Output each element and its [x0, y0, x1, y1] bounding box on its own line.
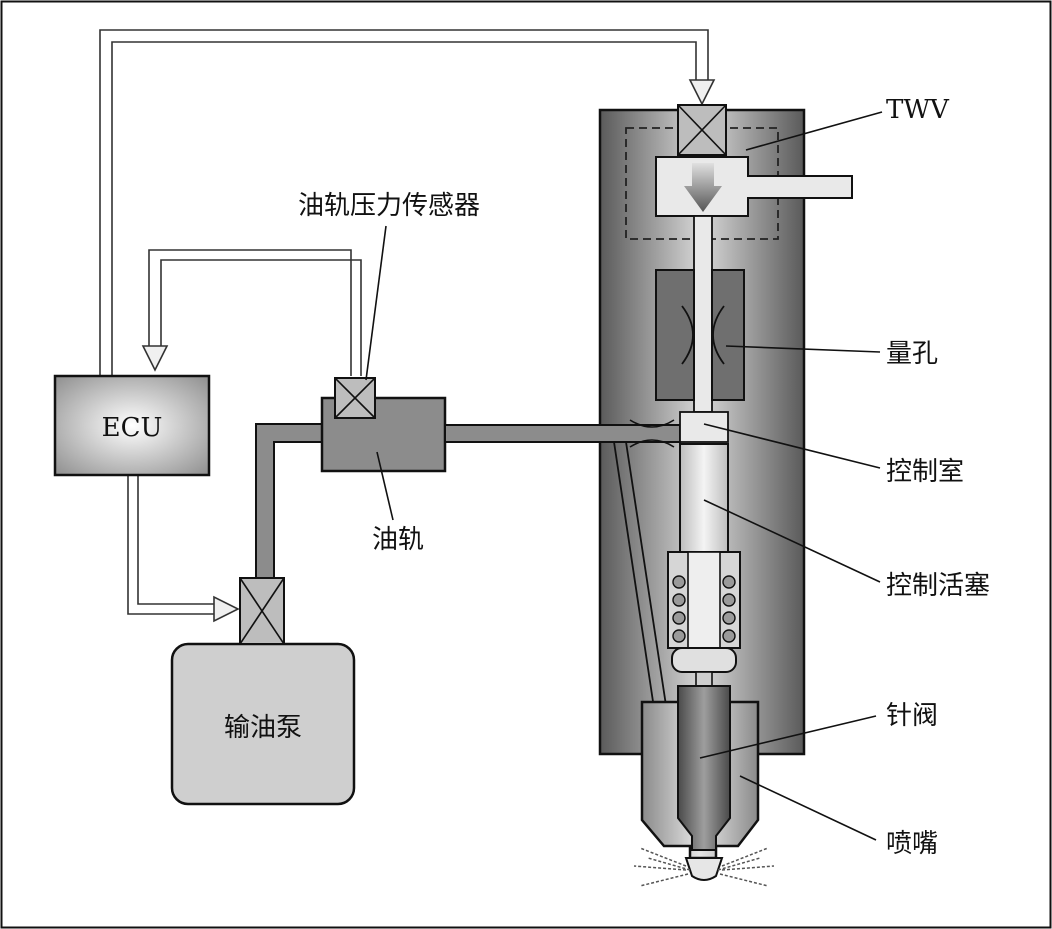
- control-chamber: [679, 411, 729, 443]
- twv-arrow-icon: [688, 79, 716, 106]
- twv-valve-icon: [677, 104, 727, 156]
- ecu-label: ECU: [102, 413, 163, 443]
- orifice-label: 量孔: [886, 339, 938, 369]
- orifice-block-right: [711, 269, 745, 401]
- spring-seat: [671, 647, 737, 673]
- orifice-arc-right: [712, 305, 725, 365]
- sensor-to-ecu-signal-line: [148, 249, 362, 376]
- twv-label: TWV: [886, 95, 950, 125]
- needle-valve-label: 针阀: [886, 701, 938, 731]
- pump-to-rail-pipe: [255, 423, 323, 579]
- inlet-orifice-arc-top: [629, 419, 675, 428]
- leader-lines: [365, 111, 883, 841]
- spring-coils: [672, 575, 736, 643]
- inlet-orifice-arc-bottom: [629, 439, 675, 448]
- ecu-to-twv-signal-line: [99, 29, 709, 376]
- nozzle-label: 喷嘴: [886, 829, 938, 859]
- nozzle-tip: [684, 857, 724, 881]
- control-piston: [679, 443, 729, 553]
- rail-pressure-sensor-icon: [334, 377, 376, 419]
- control-chamber-label: 控制室: [886, 457, 964, 487]
- ecu-to-pump-signal-line: [127, 475, 214, 615]
- spray-right-icon: [717, 847, 775, 887]
- rail-sensor-label: 油轨压力传感器: [298, 191, 480, 221]
- orifice-arc-left: [681, 305, 694, 365]
- central-channel: [693, 215, 713, 413]
- rail-to-injector-pipe: [444, 424, 681, 443]
- needle-valve: [677, 685, 731, 851]
- pushrod: [695, 671, 713, 687]
- ecu-box: [53, 374, 211, 477]
- control-piston-label: 控制活塞: [886, 571, 990, 601]
- flow-down-arrow-icon: [684, 163, 722, 212]
- pump-label: 输油泵: [224, 713, 302, 743]
- piston-rod: [687, 551, 721, 649]
- ecu-input-arrow-icon: [141, 345, 169, 372]
- pump-valve-icon: [239, 577, 285, 645]
- orifice-block-left: [655, 269, 695, 401]
- rail-label: 油轨: [372, 525, 424, 555]
- pump-valve-arrow-icon: [213, 595, 240, 623]
- spray-left-icon: [633, 847, 691, 887]
